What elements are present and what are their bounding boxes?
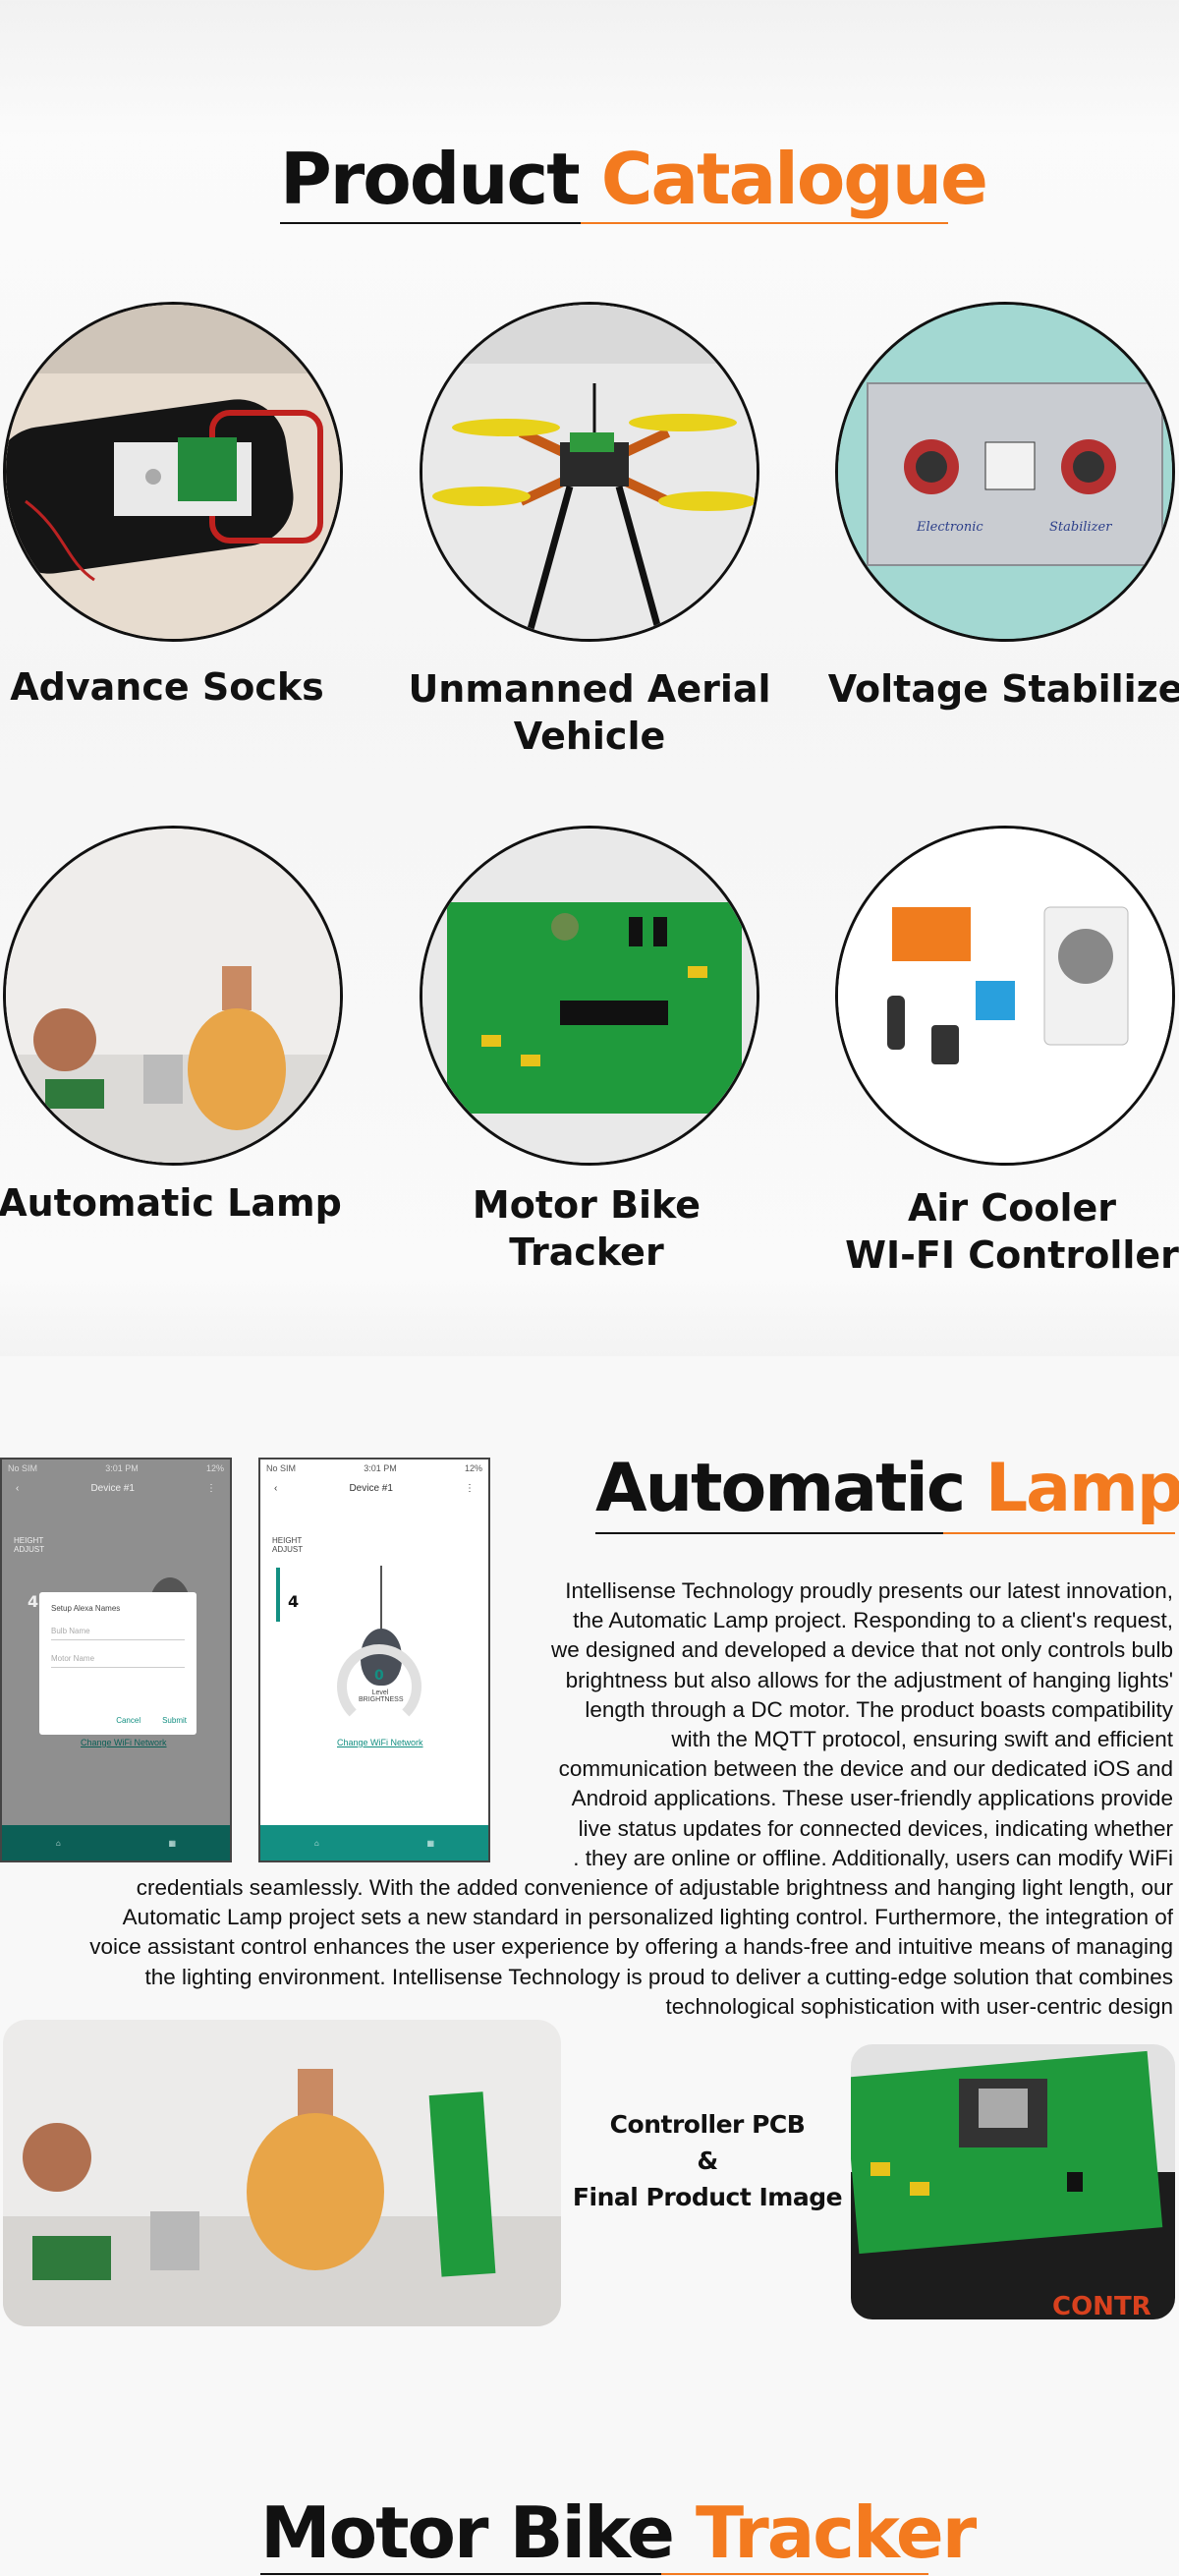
lamp-desc-line: with the MQTT protocol, ensuring swift a…: [671, 1727, 1173, 1752]
catalogue-title-black: Product: [280, 138, 581, 220]
tracker-title-orange: Tracker: [696, 2491, 977, 2574]
lamp-desc-line: voice assistant control enhances the use…: [89, 1934, 1173, 1960]
phone-left-status-bar: No SIM 3:01 PM 12%: [2, 1460, 230, 1477]
brightness-gauge[interactable]: [337, 1644, 421, 1729]
phone-left-calendar-icon[interactable]: ▦: [168, 1838, 177, 1848]
motor-bike-tracker-image: [420, 826, 759, 1166]
catalogue-title-underline: [280, 222, 948, 224]
phone-right-device-name: Device #1: [349, 1483, 393, 1494]
product-label-automatic-lamp: Automatic Lamp: [0, 1181, 342, 1225]
catalogue-title-orange: Catalogue: [600, 138, 988, 220]
phone-right-header: ‹ Device #1 ⋮: [260, 1477, 488, 1500]
phone-right-height-slider[interactable]: [276, 1568, 280, 1622]
lamp-desc-line: credentials seamlessly. With the added c…: [136, 1875, 1173, 1900]
phone-right-calendar-icon[interactable]: ▦: [426, 1838, 435, 1848]
phone-right-status-left: No SIM: [266, 1463, 297, 1473]
tracker-title-black: Motor Bike: [260, 2491, 675, 2574]
phone-right-bottom-nav: ⌂ ▦: [260, 1825, 488, 1860]
phone-left-bottom-nav: ⌂ ▦: [2, 1825, 230, 1860]
pcb-caption-line1: Controller PCB: [609, 2110, 806, 2139]
final-product-image: [3, 2020, 561, 2326]
phone-right-height-label: HEIGHT ADJUST: [272, 1536, 304, 1554]
product-label-air-cooler-controller: Air Cooler WI-FI Controller: [845, 1186, 1179, 1277]
lamp-description-column: Intellisense Technology proudly presents…: [491, 1576, 1173, 1873]
lamp-desc-line: brightness but also allows for the adjus…: [565, 1667, 1173, 1692]
phone-right-status-battery: 12%: [464, 1463, 482, 1473]
phone-left-device-name: Device #1: [90, 1483, 135, 1494]
lamp-desc-line: Android applications. These user-friendl…: [571, 1786, 1173, 1811]
product-label-advance-socks: Advance Socks: [10, 665, 324, 709]
lamp-desc-line: the Automatic Lamp project. Responding t…: [573, 1608, 1173, 1633]
controller-pcb-image: CONTR: [851, 2044, 1175, 2319]
product-label-uav: Unmanned Aerial Vehicle: [408, 667, 771, 758]
product-label-voltage-stabilizer: Voltage Stabilizer: [827, 667, 1179, 711]
phone-right-status-time: 3:01 PM: [364, 1463, 397, 1473]
lamp-desc-line: we designed and developed a device that …: [551, 1637, 1173, 1663]
phone-right-menu-icon: ⋮: [465, 1483, 475, 1494]
lamp-desc-line: communication between the device and our…: [558, 1756, 1173, 1782]
lamp-desc-line: length through a DC motor. The product b…: [585, 1696, 1173, 1722]
dialog-cancel-button[interactable]: Cancel: [116, 1716, 141, 1725]
lamp-desc-line: . they are online or offline. Additional…: [573, 1845, 1173, 1870]
pcb-caption-line2: &: [697, 2147, 718, 2175]
phone-screenshot-device: No SIM 3:01 PM 12% ‹ Device #1 ⋮ HEIGHT …: [258, 1458, 490, 1862]
dialog-title: Setup Alexa Names: [51, 1604, 121, 1613]
air-cooler-controller-image: [835, 826, 1175, 1166]
dialog-actions: Cancel Submit: [116, 1716, 187, 1725]
stabilizer-label-right: Stabilizer: [1049, 520, 1112, 535]
phone-left-status-battery: 12%: [205, 1463, 224, 1473]
pcb-caption: Controller PCB & Final Product Image: [565, 2106, 850, 2215]
phone-right-home-icon[interactable]: ⌂: [313, 1838, 319, 1848]
automatic-lamp-title-orange: Lamp: [984, 1450, 1179, 1527]
automatic-lamp-title-black: Automatic: [595, 1450, 966, 1527]
lamp-desc-line: live status updates for connected device…: [578, 1815, 1173, 1841]
motor-bike-tracker-title: Motor Bike Tracker: [260, 2491, 977, 2574]
lamp-description-full: credentials seamlessly. With the added c…: [0, 1873, 1173, 2022]
pcb-box-text: CONTR: [1052, 2292, 1151, 2319]
setup-alexa-dialog: Setup Alexa Names Bulb Name Motor Name C…: [39, 1592, 196, 1735]
product-label-motor-bike-tracker: Motor Bike Tracker: [472, 1183, 702, 1274]
bulb-name-field[interactable]: Bulb Name: [51, 1627, 185, 1640]
phone-right-change-wifi-link[interactable]: Change WiFi Network: [337, 1738, 423, 1747]
lamp-desc-line: Automatic Lamp project sets a new standa…: [122, 1905, 1173, 1930]
brightness-gauge-value: 0: [374, 1668, 384, 1684]
brightness-gauge-label: Level BRIGHTNESS: [359, 1689, 404, 1703]
catalogue-title: Product Catalogue: [280, 138, 988, 220]
advance-socks-image: [3, 302, 343, 642]
phone-left-menu-icon: ⋮: [206, 1483, 216, 1494]
automatic-lamp-image: [3, 826, 343, 1166]
phone-right-status-bar: No SIM 3:01 PM 12%: [260, 1460, 488, 1477]
phone-screenshot-dialog: No SIM 3:01 PM 12% ‹ Device #1 ⋮ HEIGHT …: [0, 1458, 232, 1862]
motor-name-field[interactable]: Motor Name: [51, 1654, 185, 1668]
uav-image: [420, 302, 759, 642]
phone-right-pendant-lamp-icon: [380, 1566, 382, 1634]
phone-left-status-time: 3:01 PM: [105, 1463, 139, 1473]
stabilizer-label-left: Electronic: [916, 520, 983, 535]
phone-left-height-label: HEIGHT ADJUST: [14, 1536, 45, 1554]
phone-left-change-wifi-link[interactable]: Change WiFi Network: [81, 1738, 167, 1747]
phone-left-status-left: No SIM: [8, 1463, 38, 1473]
lamp-desc-line: Intellisense Technology proudly presents…: [565, 1578, 1173, 1603]
voltage-stabilizer-image: Electronic Stabilizer: [835, 302, 1175, 642]
phone-left-header: ‹ Device #1 ⋮: [2, 1477, 230, 1500]
phone-right-back-icon: ‹: [274, 1483, 278, 1494]
dialog-submit-button[interactable]: Submit: [162, 1716, 187, 1725]
lamp-desc-line: the lighting environment. Intellisense T…: [144, 1964, 1173, 1989]
automatic-lamp-title-underline: [595, 1532, 1175, 1534]
phone-right-slider-value: 4: [288, 1592, 300, 1611]
phone-left-slider-value: 4: [28, 1592, 39, 1611]
pcb-caption-line3: Final Product Image: [572, 2183, 843, 2211]
lamp-desc-line: technological sophistication with user-c…: [665, 1993, 1173, 2019]
tracker-title-underline: [260, 2573, 928, 2575]
phone-left-home-icon[interactable]: ⌂: [55, 1838, 61, 1848]
automatic-lamp-title: Automatic Lamp: [595, 1450, 1179, 1527]
phone-left-back-icon: ‹: [16, 1483, 20, 1494]
